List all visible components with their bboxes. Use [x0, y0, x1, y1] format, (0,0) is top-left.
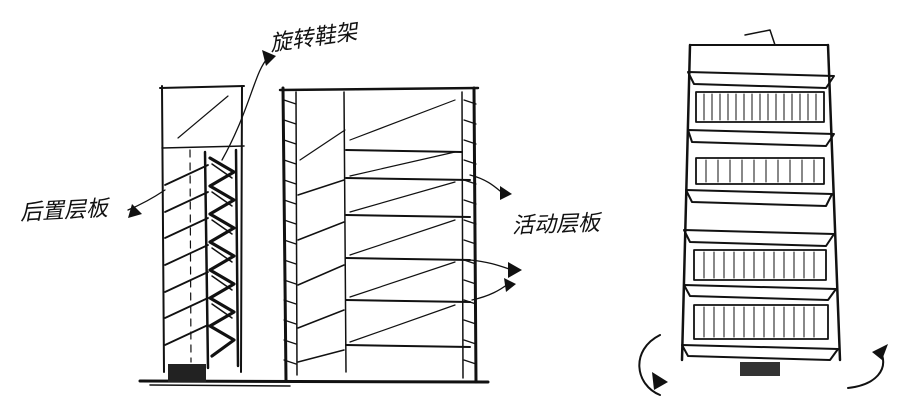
leader-movable — [469, 174, 522, 301]
tower-base — [740, 362, 780, 376]
movable-shelves — [345, 149, 471, 348]
leader-rotary — [221, 50, 276, 161]
rear-cabinet — [159, 85, 245, 373]
main-cabinet — [278, 86, 480, 384]
label-movable-shelf: 活动层板 — [511, 210, 601, 239]
rear-shelves — [164, 164, 209, 346]
ground-line — [138, 364, 490, 387]
label-rear-shelf: 后置层板 — [19, 196, 109, 226]
leader-rear — [127, 189, 166, 218]
rotating-tower — [638, 29, 888, 396]
base-block — [168, 364, 206, 382]
rotary-rack — [203, 148, 240, 370]
